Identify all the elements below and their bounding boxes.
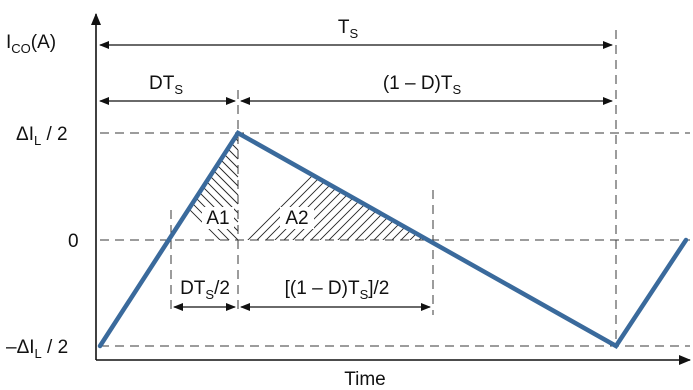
area-2-label: A2 xyxy=(285,208,308,229)
zero-label: 0 xyxy=(68,231,79,252)
x-axis-label: Time xyxy=(344,369,386,390)
hatch-line xyxy=(226,120,238,132)
hatch-line xyxy=(171,133,239,187)
area-2-label-bg xyxy=(280,207,314,229)
off-time-label: (1 – D)TS xyxy=(383,73,462,97)
hatch-line xyxy=(417,133,428,240)
hatch-line xyxy=(445,120,575,250)
half-on-label: DTS/2 xyxy=(180,278,230,302)
hatch-line xyxy=(207,133,239,151)
hatch-line xyxy=(399,133,428,240)
hatch-line xyxy=(381,133,428,240)
half-off-label: [(1 – D)TS]/2 xyxy=(285,278,390,302)
area-1-label: A1 xyxy=(206,208,229,229)
ripple-pos-label: ΔIL / 2 xyxy=(16,124,68,148)
hatch-line xyxy=(171,133,239,196)
hatch-line xyxy=(372,133,428,240)
hatch-line xyxy=(171,133,239,214)
hatch-line xyxy=(354,133,428,240)
hatch-line xyxy=(436,120,566,250)
ripple-neg-label: –ΔIL / 2 xyxy=(6,337,68,361)
hatch-line xyxy=(426,133,428,240)
on-time-label: DTS xyxy=(149,73,183,97)
period-label: TS xyxy=(338,17,359,41)
hatch-line xyxy=(363,133,428,240)
hatch-line xyxy=(408,133,428,240)
capacitor-current-waveform xyxy=(97,130,689,349)
y-axis-label: ICO(A) xyxy=(6,32,56,56)
area-1-label-bg xyxy=(202,207,234,229)
